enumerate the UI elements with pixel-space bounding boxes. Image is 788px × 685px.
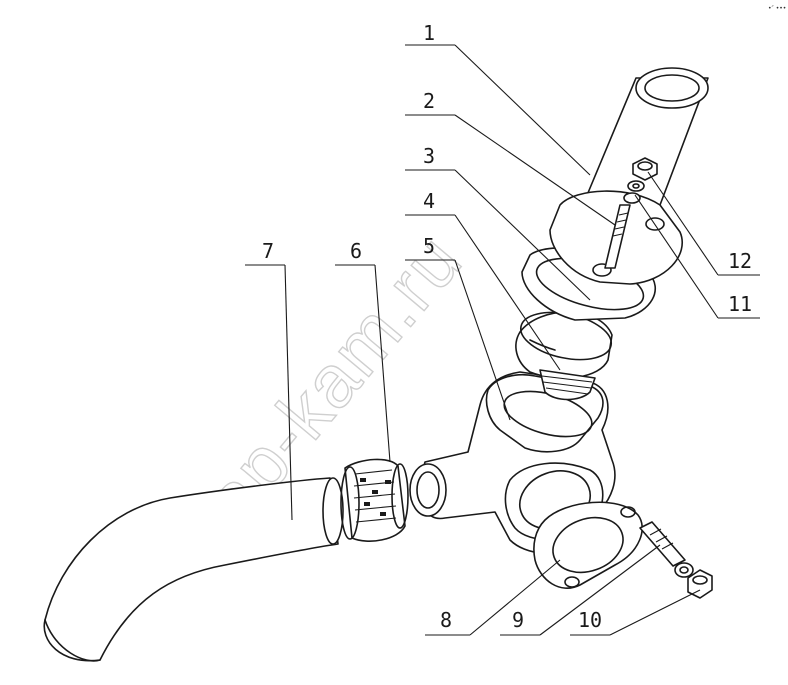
leader-lines	[245, 44, 760, 636]
part-12-nut	[632, 157, 658, 181]
callout-3: 3	[423, 144, 435, 168]
stud-bolt	[604, 204, 631, 269]
callout-9: 9	[512, 608, 524, 632]
part-6-clamp	[340, 458, 409, 542]
part-1-outlet-pipe	[584, 67, 709, 206]
callout-7: 7	[262, 239, 274, 263]
part-9-stud	[639, 521, 686, 567]
callout-8: 8	[440, 608, 452, 632]
callout-11: 11	[728, 292, 752, 316]
callout-1: 1	[423, 21, 435, 45]
callout-6: 6	[350, 239, 362, 263]
callout-4: 4	[423, 189, 435, 213]
callout-12: 12	[728, 249, 752, 273]
callout-2: 2	[423, 89, 435, 113]
part-11-washer	[623, 180, 645, 204]
part-10-nut-washer	[674, 562, 713, 599]
callout-5: 5	[423, 234, 435, 258]
callout-10: 10	[578, 608, 602, 632]
part-7-curved-hose	[43, 477, 344, 662]
part-8-gasket	[533, 501, 643, 589]
corner-mark: •″ •••	[768, 5, 786, 12]
